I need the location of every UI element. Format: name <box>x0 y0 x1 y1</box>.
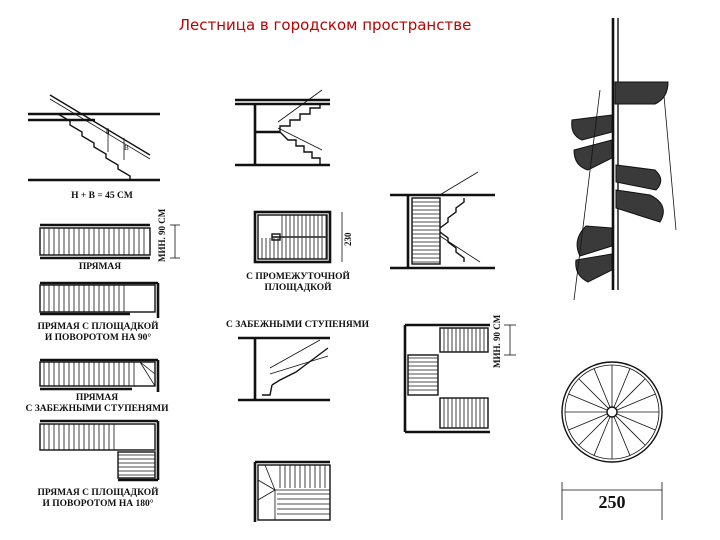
min90-right-label: МИН. 90 СМ <box>492 314 502 368</box>
with-winders-label: С ЗАБЕЖНЫМИ СТУПЕНЯМИ <box>226 320 370 330</box>
straight-winders-plan <box>39 358 160 392</box>
h-mark: h <box>106 128 110 136</box>
straight-label: ПРЯМАЯ <box>78 262 122 272</box>
tread-line <box>568 393 608 411</box>
tread-line <box>593 416 611 456</box>
winders-section <box>238 336 330 402</box>
intermediate-landing-plan <box>253 210 332 264</box>
diameter-dimension <box>561 482 663 520</box>
straight-landing-90-label: ПРЯМАЯ С ПЛОЩАДКОЙ И ПОВОРОТОМ НА 90° <box>37 322 159 343</box>
min90-left-label: МИН. 90 СМ <box>157 208 167 262</box>
two-flight-plan <box>403 323 490 434</box>
dim-230-label: 230 <box>343 232 353 247</box>
diameter-label: 250 <box>598 492 626 512</box>
tread-line <box>663 95 677 231</box>
tread-line <box>616 393 656 411</box>
straight-landing-180-label: ПРЯМАЯ С ПЛОЩАДКОЙ И ПОВОРОТОМ НА 180° <box>37 488 159 509</box>
tread-line <box>578 378 609 409</box>
tread-line <box>615 378 646 409</box>
corner-winders-plan <box>253 460 331 522</box>
b-mark: B <box>124 144 129 152</box>
landing-stair-section-top <box>235 89 330 167</box>
tread-line <box>615 415 646 446</box>
tread-line <box>573 89 601 301</box>
tread-line <box>593 368 611 408</box>
tread-line <box>578 415 609 446</box>
tread-line <box>613 368 631 408</box>
intermediate-landing-label: С ПРОМЕЖУТОЧНОЙ ПЛОЩАДКОЙ <box>246 272 350 293</box>
straight-winders-label: ПРЯМАЯ С ЗАБЕЖНЫМИ СТУПЕНЯМИ <box>25 393 169 414</box>
straight-landing-180-plan <box>39 419 160 482</box>
formula-label: h + B = 45 СМ <box>71 191 133 201</box>
slide-title: Лестница в городском пространстве <box>178 16 472 34</box>
two-flight-section <box>390 171 495 270</box>
tread-line <box>616 413 656 431</box>
spiral-stair-elevation <box>571 18 669 290</box>
tread-line <box>613 416 631 456</box>
straight-landing-90-plan <box>39 281 160 318</box>
straight-stair-section <box>28 94 160 182</box>
tread-line <box>568 413 608 431</box>
straight-plan <box>39 223 151 260</box>
